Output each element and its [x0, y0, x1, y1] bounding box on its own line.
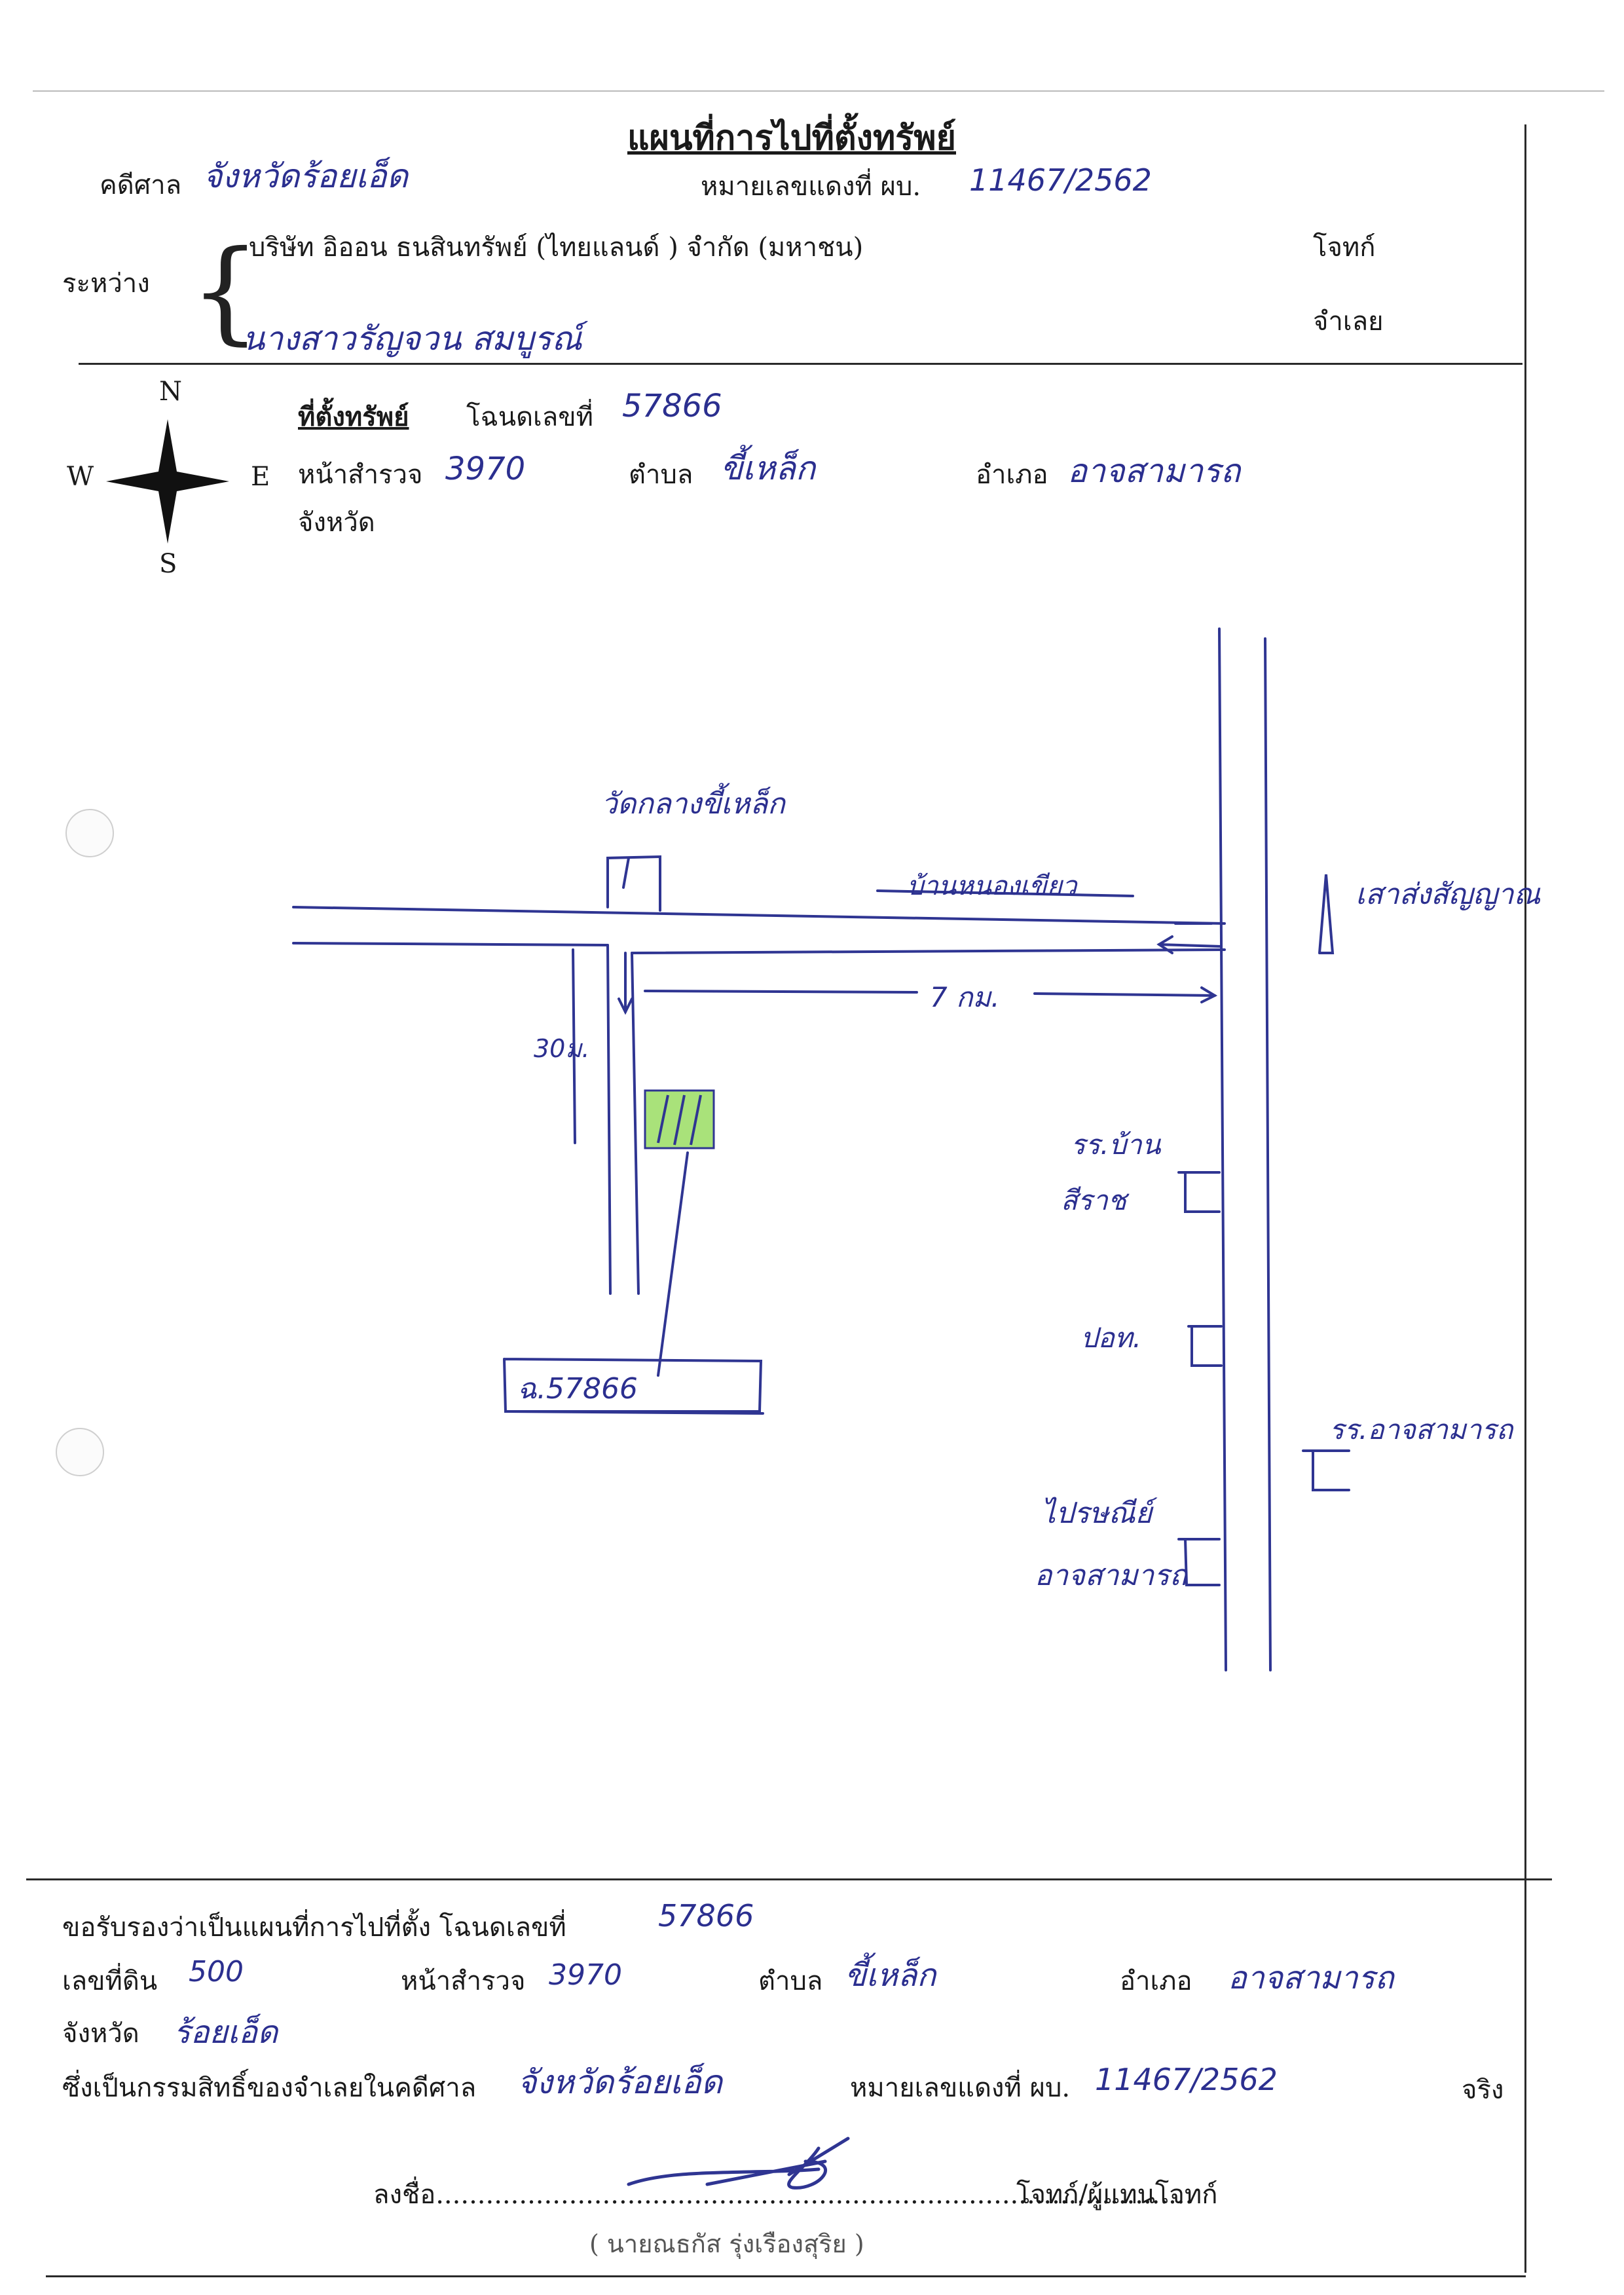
survey-label: หน้าสำรวจ	[298, 460, 423, 490]
document-title: แผนที่การไปที่ตั้งทรัพย์	[627, 118, 956, 158]
route-map	[292, 627, 1350, 1671]
right-border-line	[1524, 124, 1526, 2273]
village-label: บ้านหนองเขียว	[907, 871, 1077, 901]
court-value: จังหวัดร้อยเอ็ด	[203, 157, 408, 195]
cert-province-value: ร้อยเอ็ด	[174, 2014, 278, 2051]
post-label-a: ไปรษณีย์	[1041, 1497, 1153, 1530]
school1-label-b: สีราช	[1061, 1184, 1127, 1216]
cert-true-label: จริง	[1462, 2075, 1504, 2105]
bottom-border-line	[46, 2275, 1526, 2277]
signature-mark	[627, 2136, 850, 2190]
cert-land-no-value: 500	[189, 1955, 244, 1988]
province-label: จังหวัด	[298, 508, 375, 538]
between-label: ระหว่าง	[62, 269, 150, 299]
compass-star-icon	[106, 419, 229, 544]
defendant-name: นางสาวรัญจวน สมบูรณ์	[242, 320, 582, 358]
between-brace: {	[190, 227, 261, 356]
meters-label: 30ม.	[534, 1034, 590, 1063]
survey-value: 3970	[445, 451, 526, 487]
road-top-edge	[292, 906, 1226, 925]
school2-label: รร.อาจสามารถ	[1329, 1413, 1513, 1446]
cert-survey-value: 3970	[549, 1958, 622, 1992]
punch-hole-bottom	[56, 1428, 104, 1476]
tower-icon	[1318, 874, 1335, 954]
cert-case-value: 11467/2562	[1095, 2062, 1278, 2097]
temple-label: วัดกลางขี้เหล็ก	[601, 787, 785, 821]
highway-left-edge	[1218, 627, 1227, 1671]
footer-divider	[26, 1878, 1552, 1880]
header-divider	[79, 363, 1522, 365]
distance-label: 7 กม.	[930, 981, 1000, 1013]
cert-province-label: จังหวัด	[62, 2019, 139, 2049]
defendant-role: จำเลย	[1313, 307, 1384, 337]
plot-label: ฉ.57866	[517, 1372, 638, 1406]
plaintiff-role: โจทก์	[1313, 233, 1376, 263]
tower-label: เสาส่งสัญญาณ	[1356, 878, 1541, 911]
cert-survey-label: หน้าสำรวจ	[401, 1966, 526, 1996]
post-label-b: อาจสามารถ	[1035, 1559, 1187, 1592]
case-label: หมายเลขแดงที่ ผบ.	[701, 172, 921, 202]
cert-subdistrict-value: ขี้เหล็ก	[845, 1957, 936, 1994]
deed-label: โฉนดเลขที่	[466, 402, 593, 432]
police-label: ปอท.	[1080, 1322, 1141, 1354]
deed-value: 57866	[622, 388, 722, 424]
case-value: 11467/2562	[969, 162, 1152, 198]
lane-left-edge	[606, 944, 612, 1295]
signer-name: ( นายณธกัส รุ่งเรืองสุริย )	[589, 2230, 864, 2258]
compass-s: S	[159, 549, 177, 579]
punch-hole-top	[65, 809, 114, 857]
location-heading: ที่ตั้งทรัพย์	[298, 401, 409, 432]
cert-district-value: อาจสามารถ	[1228, 1960, 1394, 1996]
sign-label: ลงชื่อ..................................…	[373, 2180, 1194, 2210]
road-bottom-left-edge	[292, 942, 609, 946]
cert-court-value: จังหวัดร้อยเอ็ด	[517, 2063, 722, 2101]
compass-w: W	[67, 462, 94, 492]
cert-deed-value: 57866	[658, 1898, 754, 1933]
subdistrict-label: ตำบล	[629, 460, 693, 490]
subdistrict-value: ขี้เหล็ก	[720, 449, 816, 487]
compass-e: E	[251, 462, 270, 492]
school1-label-a: รร.บ้าน	[1071, 1129, 1161, 1161]
compass-n: N	[159, 377, 182, 407]
district-label: อำเภอ	[976, 460, 1048, 490]
court-label: คดีศาล	[100, 170, 182, 200]
cert-case-label: หมายเลขแดงที่ ผบ.	[850, 2073, 1071, 2103]
cert-district-label: อำเภอ	[1120, 1966, 1192, 1996]
highway-right-edge	[1264, 637, 1272, 1671]
sign-role: โจทก์/ผู้แทนโจทก์	[1016, 2180, 1218, 2210]
lane-right-edge	[631, 952, 640, 1295]
road-bottom-right-edge	[631, 948, 1226, 954]
top-border-line	[33, 90, 1604, 92]
plaintiff-name: บริษัท อิออน ธนสินทรัพย์ (ไทยแลนด์ ) จำก…	[249, 233, 864, 263]
cert-land-no-label: เลขที่ดิน	[62, 1966, 158, 1996]
temple-marker	[606, 855, 661, 912]
district-value: อาจสามารถ	[1067, 452, 1241, 490]
cert-ownership-text: ซึ่งเป็นกรรมสิทธิ์ของจำเลยในคดีศาล	[62, 2073, 477, 2103]
cert-subdistrict-label: ตำบล	[758, 1966, 823, 1996]
cert-text: ขอรับรองว่าเป็นแผนที่การไปที่ตั้ง โฉนดเล…	[62, 1912, 566, 1943]
